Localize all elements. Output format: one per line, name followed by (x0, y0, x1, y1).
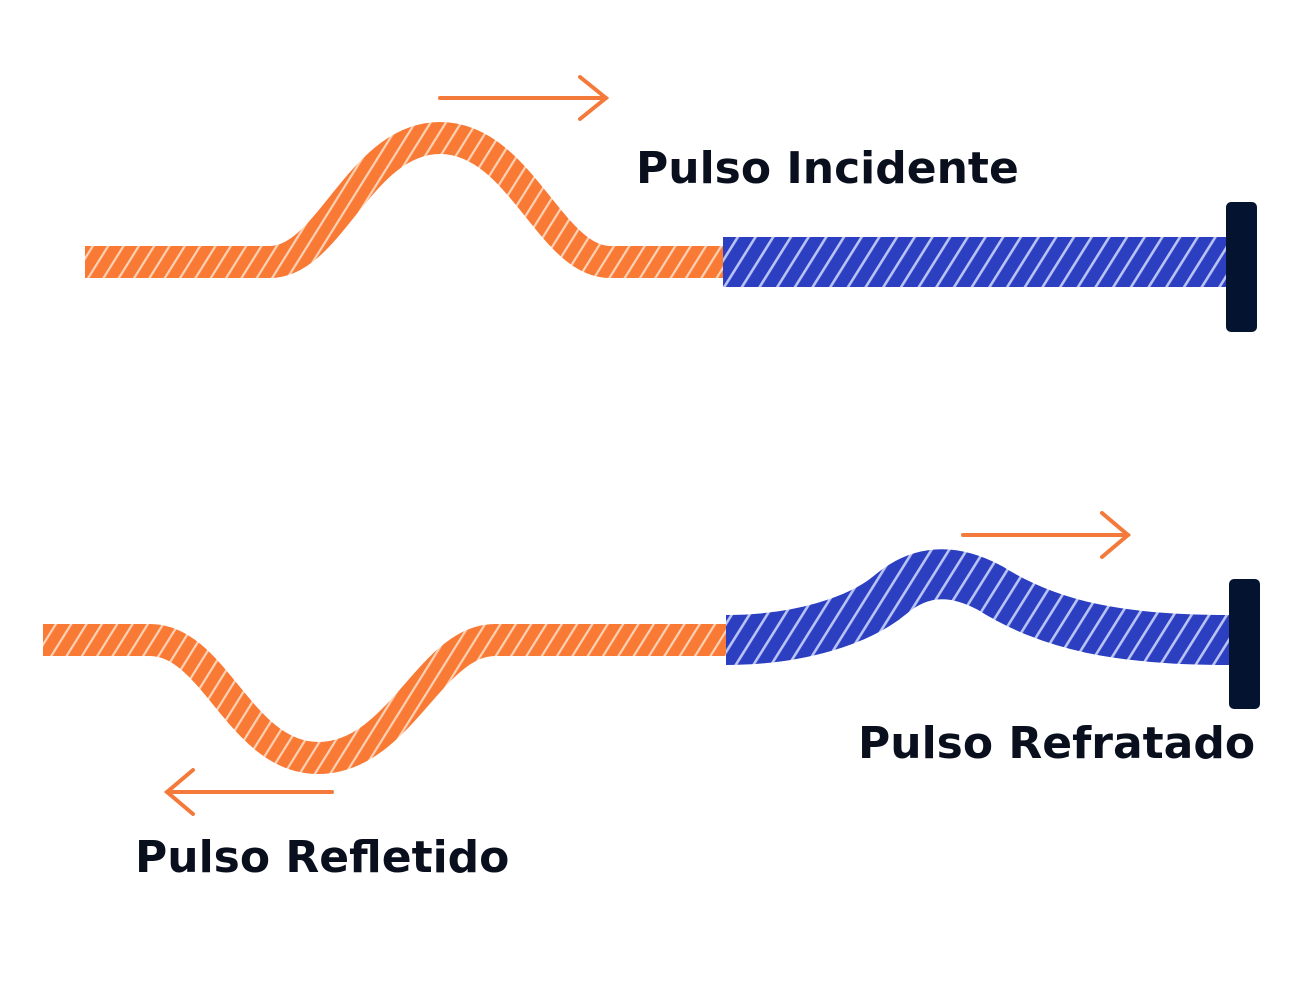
heavy-rope-refracted (725, 549, 1231, 665)
light-rope-incident (85, 121, 725, 278)
incident-scene: Pulso Incidente (85, 75, 1257, 332)
result-scene: Pulso Refratado Pulso Refletido (43, 511, 1260, 883)
light-rope-reflected (43, 624, 728, 775)
right-arrow-icon (438, 75, 610, 121)
reflected-pulse-label: Pulso Refletido (135, 832, 509, 883)
left-arrow-icon (163, 768, 334, 816)
right-arrow-icon (961, 511, 1132, 559)
refracted-pulse-label: Pulso Refratado (858, 718, 1255, 769)
incident-pulse-label: Pulso Incidente (636, 143, 1019, 194)
fixed-wall-bottom (1229, 579, 1260, 709)
fixed-wall-top (1226, 202, 1257, 332)
